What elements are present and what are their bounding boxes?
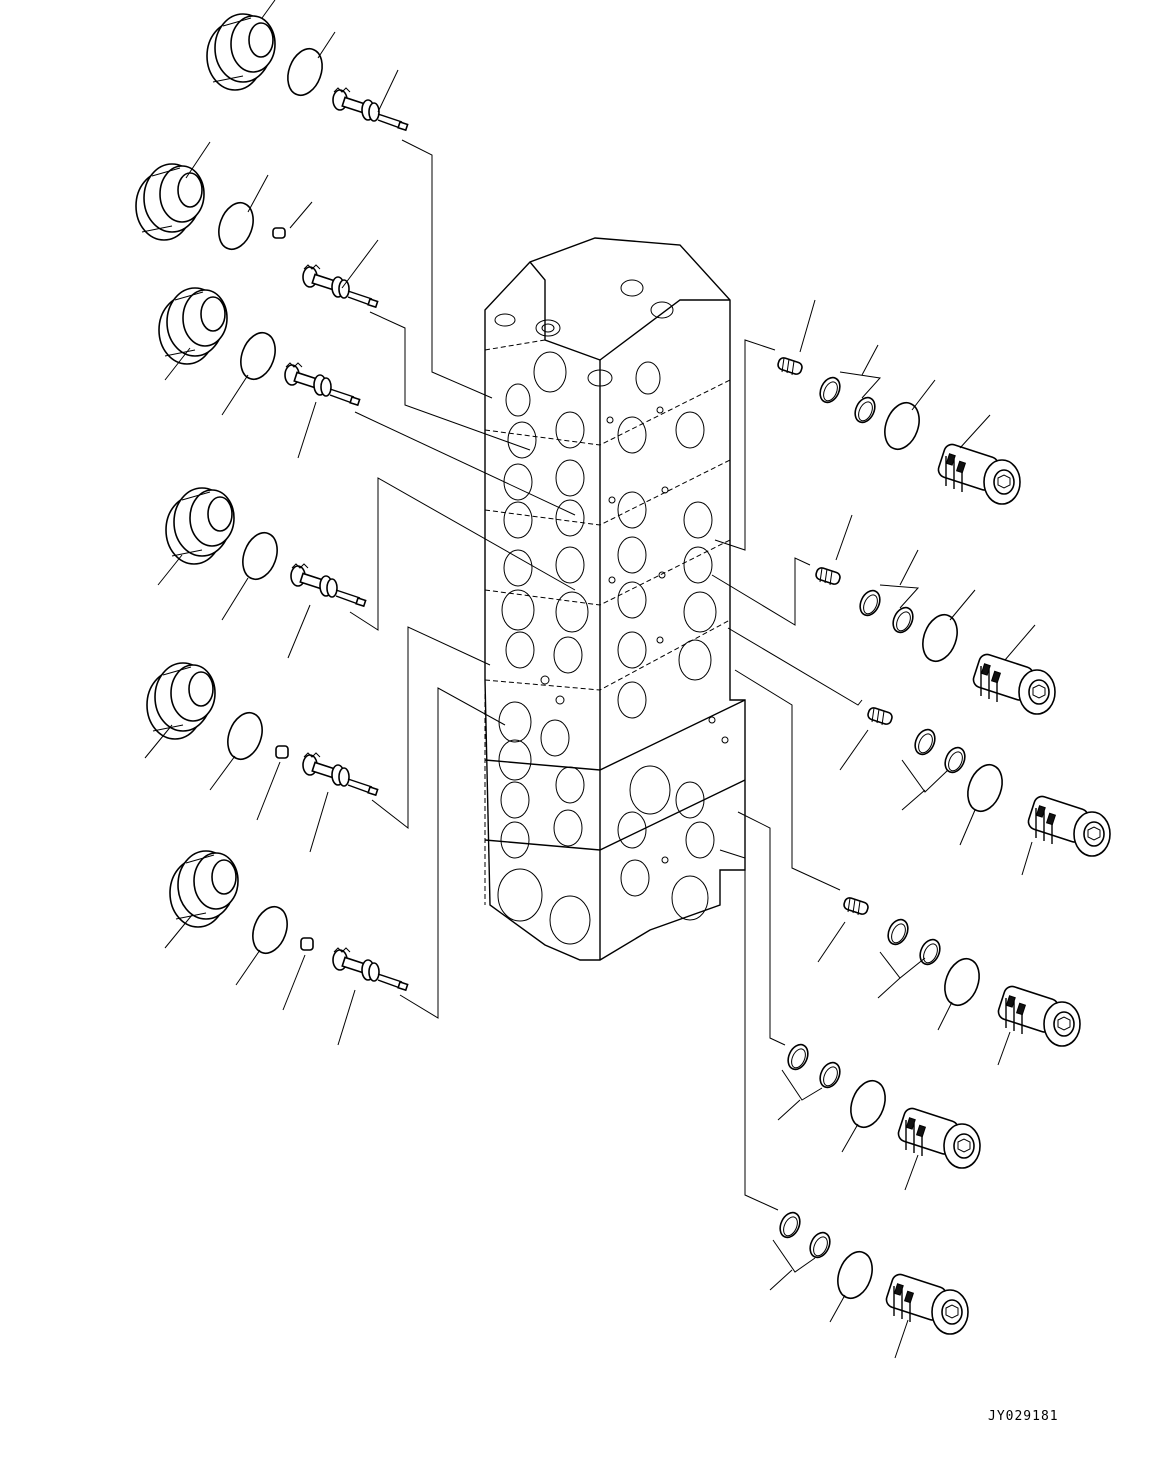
right-part-row-3 <box>727 627 1111 876</box>
right-part-row-5 <box>737 811 981 1191</box>
right-part-row-1 <box>714 299 1021 551</box>
right-part-row-6 <box>719 849 969 1359</box>
left-part-row-6 <box>164 687 506 1046</box>
valve-body <box>484 237 746 961</box>
drawing-number: JY029181 <box>988 1409 1059 1424</box>
left-part-row-2 <box>135 141 531 451</box>
left-part-row-3 <box>158 287 576 516</box>
left-part-row-5 <box>144 626 491 853</box>
right-part-row-2 <box>711 514 1056 715</box>
left-part-row-4 <box>157 477 576 659</box>
right-part-row-4 <box>734 669 1081 1066</box>
left-part-row-1 <box>206 0 493 399</box>
